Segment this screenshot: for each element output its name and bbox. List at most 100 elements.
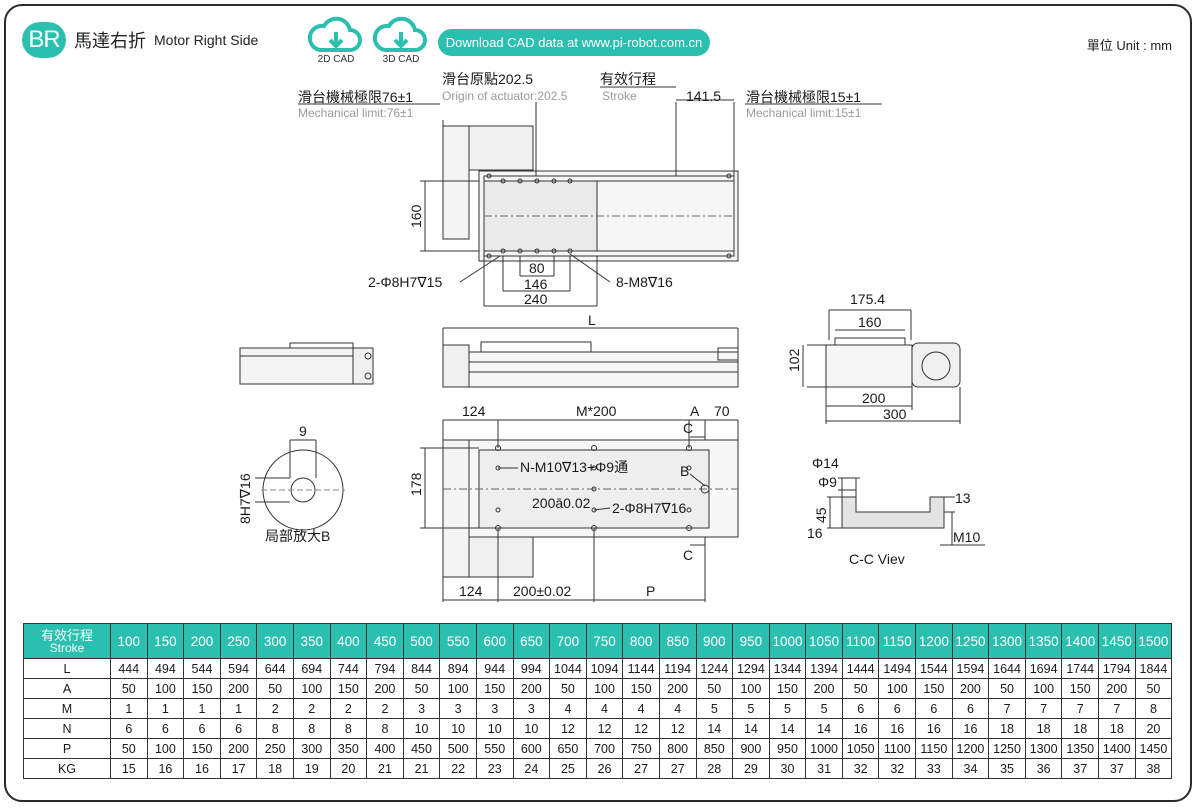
spec-value-cell: 12 <box>585 718 624 739</box>
stroke-value-cell: 100 <box>110 623 148 659</box>
spec-value-cell: 200 <box>219 678 258 699</box>
title-english: Motor Right Side <box>154 32 259 48</box>
spec-value-cell: 4 <box>622 698 660 719</box>
spec-value-cell: 27 <box>622 758 660 779</box>
spec-value-cell: 1794 <box>1098 658 1136 679</box>
spec-value-cell: 150 <box>1061 678 1100 699</box>
spec-value-cell: 14 <box>768 718 807 739</box>
stroke-value-cell: 1350 <box>1024 623 1063 659</box>
spec-value-cell: 544 <box>183 658 221 679</box>
spec-value-cell: 300 <box>292 738 331 759</box>
dim-240: 240 <box>524 291 548 307</box>
spec-value-cell: 444 <box>110 658 148 679</box>
spec-value-cell: 12 <box>549 718 587 739</box>
spec-value-cell: 644 <box>256 658 294 679</box>
spec-value-cell: 1244 <box>695 658 734 679</box>
spec-value-cell: 15 <box>110 758 148 779</box>
cad-3d-label: 3D CAD <box>382 54 420 65</box>
spec-value-cell: 22 <box>439 758 477 779</box>
spec-value-cell: 1 <box>146 698 185 719</box>
cad-3d-download[interactable]: 3D CAD <box>371 16 431 65</box>
spec-value-cell: 6 <box>841 698 880 719</box>
spec-value-cell: 10 <box>439 718 477 739</box>
spec-value-cell: 1300 <box>1024 738 1063 759</box>
spec-value-cell: 14 <box>695 718 734 739</box>
stroke-value-cell: 1100 <box>841 623 880 659</box>
stroke-value-cell: 250 <box>219 623 258 659</box>
tolerance-note: 200ā0.02 <box>532 495 591 511</box>
spec-value-cell: 16 <box>878 718 917 739</box>
origin-label-zh: 滑台原點202.5 <box>442 71 533 87</box>
spec-value-cell: 8 <box>256 718 294 739</box>
engineering-drawing: 滑台原點202.5 Origin of actuator:202.5 有效行程 … <box>237 71 985 602</box>
spec-value-cell: 800 <box>658 738 697 759</box>
spec-value-cell: 100 <box>292 678 331 699</box>
spec-value-cell: 700 <box>585 738 624 759</box>
spec-value-cell: 1444 <box>841 658 880 679</box>
spec-value-cell: 200 <box>1098 678 1136 699</box>
spec-value-cell: 150 <box>768 678 807 699</box>
spec-value-cell: 28 <box>695 758 734 779</box>
spec-value-cell: 21 <box>366 758 404 779</box>
spec-value-cell: 1 <box>110 698 148 719</box>
spec-value-cell: 100 <box>732 678 770 699</box>
stroke-value-cell: 1500 <box>1134 623 1173 659</box>
dim-L: L <box>588 312 596 328</box>
stroke-value-cell: 750 <box>585 623 624 659</box>
stroke-value-cell: 600 <box>475 623 514 659</box>
spec-value-cell: 1150 <box>915 738 953 759</box>
spec-value-cell: 16 <box>146 758 185 779</box>
spec-value-cell: 1744 <box>1061 658 1100 679</box>
spec-value-cell: 37 <box>1061 758 1100 779</box>
cloud-download-icon <box>307 16 362 52</box>
page-frame <box>4 4 1192 802</box>
top-view <box>298 86 882 307</box>
spec-value-cell: 6 <box>915 698 953 719</box>
detail-dim-9: 9 <box>299 423 307 439</box>
spec-value-cell: 10 <box>475 718 514 739</box>
spec-value-cell: 5 <box>732 698 770 719</box>
spec-value-cell: 2 <box>329 698 368 719</box>
spec-value-cell: 100 <box>439 678 477 699</box>
spec-value-cell: 18 <box>1024 718 1063 739</box>
mech-limit-right-zh: 滑台機械極限15±1 <box>746 89 861 105</box>
series-badge: BR <box>22 22 66 58</box>
spec-value-cell: 1 <box>219 698 258 719</box>
dim-m200: M*200 <box>576 403 617 419</box>
spec-value-cell: 14 <box>805 718 843 739</box>
cad-2d-label: 2D CAD <box>317 54 355 65</box>
spec-value-cell: 100 <box>585 678 624 699</box>
dim-200-end: 200 <box>862 390 886 406</box>
cad-2d-download[interactable]: 2D CAD <box>306 16 366 65</box>
spec-value-cell: 494 <box>146 658 185 679</box>
spec-value-cell: 4 <box>549 698 587 719</box>
spec-value-cell: 21 <box>402 758 441 779</box>
spec-value-cell: 200 <box>658 678 697 699</box>
download-cad-link[interactable]: Download CAD data at www.pi-robot.com.cn <box>438 29 710 56</box>
label-b: B <box>680 463 689 479</box>
spec-value-cell: 50 <box>695 678 734 699</box>
stroke-value-cell: 850 <box>658 623 697 659</box>
spec-value-cell: 200 <box>366 678 404 699</box>
mech-limit-left-zh: 滑台機械極限76±1 <box>298 89 413 105</box>
spec-value-cell: 1294 <box>732 658 770 679</box>
spec-value-cell: 36 <box>1024 758 1063 779</box>
spec-value-cell: 150 <box>622 678 660 699</box>
spec-value-cell: 50 <box>988 678 1026 699</box>
spec-value-cell: 6 <box>110 718 148 739</box>
spec-value-cell: 26 <box>585 758 624 779</box>
stroke-value-cell: 1150 <box>878 623 917 659</box>
spec-value-cell: 744 <box>329 658 368 679</box>
spec-value-cell: 450 <box>402 738 441 759</box>
pin-note-top: 2-Φ8H7∇15 <box>368 274 442 290</box>
spec-value-cell: 16 <box>951 718 990 739</box>
spec-value-cell: 650 <box>549 738 587 759</box>
spec-value-cell: 2 <box>366 698 404 719</box>
dim-70: 70 <box>714 403 730 419</box>
spec-value-cell: 1144 <box>622 658 660 679</box>
spec-value-cell: 6 <box>951 698 990 719</box>
spec-value-cell: 100 <box>878 678 917 699</box>
spec-value-cell: 18 <box>1098 718 1136 739</box>
stroke-value-cell: 950 <box>732 623 770 659</box>
